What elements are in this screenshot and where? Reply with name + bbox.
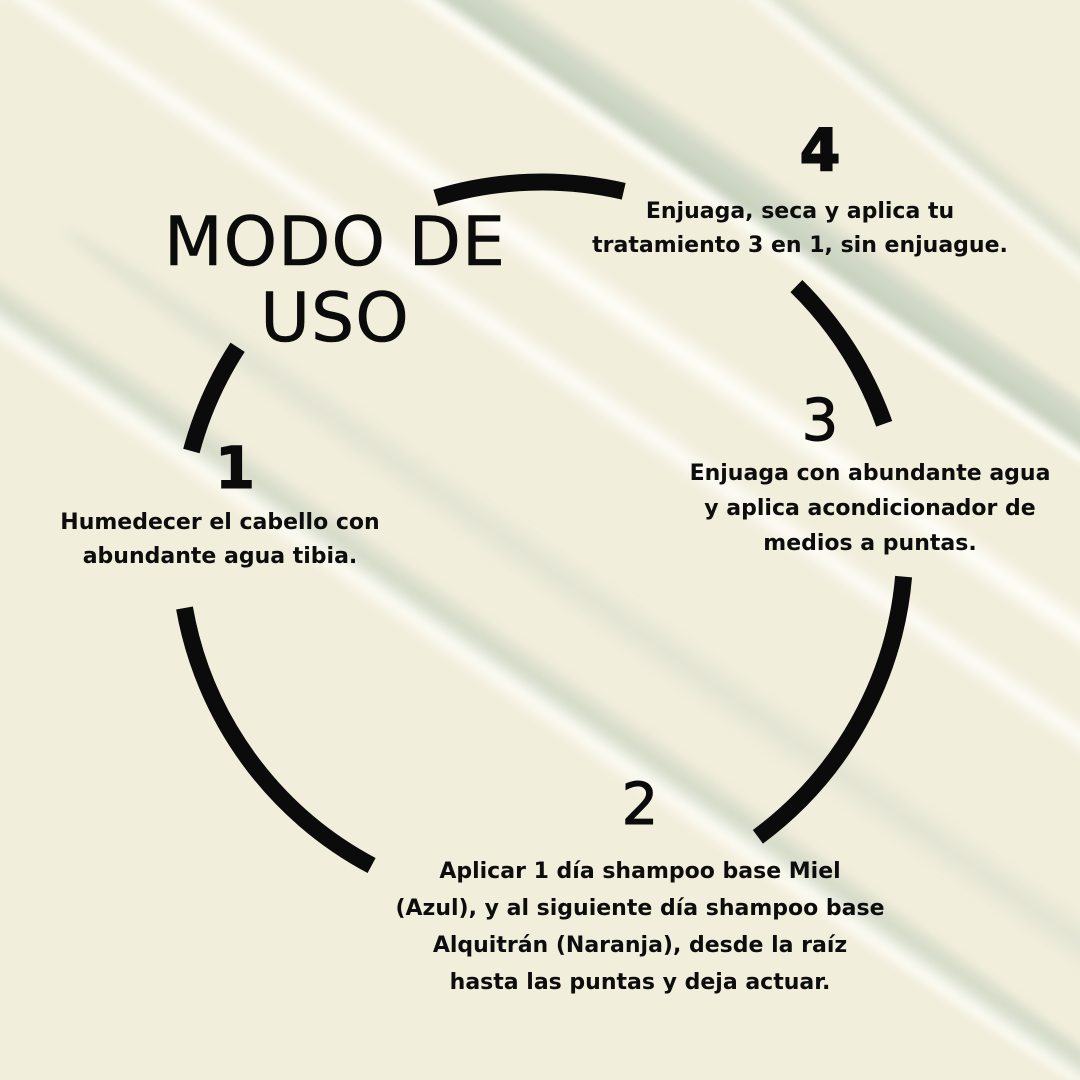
step-1-line: abundante agua tibia. (82, 544, 358, 569)
ring-arc-segment (176, 606, 376, 874)
step-2-line: (Azul), y al siguiente día shampoo base (395, 896, 885, 921)
ring-arc-segment (183, 342, 245, 454)
ring-arc-segment (433, 173, 626, 207)
step-2-line: Aplicar 1 día shampoo base Miel (439, 859, 841, 884)
title-line-2: USO (260, 279, 410, 358)
step-1-line: Humedecer el cabello con (60, 510, 380, 535)
ring-arc-segment (790, 280, 893, 427)
step-4-line: Enjuaga, seca y aplica tu (645, 199, 955, 224)
step-3-line: Enjuaga con abundante agua (689, 461, 1051, 486)
page-title: MODO DE USO (140, 203, 530, 358)
step-1-text: Humedecer el cabello con abundante agua … (20, 506, 420, 574)
step-3-line: y aplica acondicionador de (704, 496, 1036, 521)
step-2-line: Alquitrán (Naranja), desde la raíz (432, 933, 848, 958)
step-2-text: Aplicar 1 día shampoo base Miel (Azul), … (360, 853, 920, 1001)
ring-arc-segment (752, 575, 913, 844)
step-4-number: 4 (799, 116, 841, 184)
step-3-line: medios a puntas. (763, 531, 977, 556)
step-2-line: hasta las puntas y deja actuar. (449, 970, 831, 995)
step-4-text: Enjuaga, seca y aplica tu tratamiento 3 … (570, 195, 1030, 263)
step-3-number: 3 (801, 386, 839, 454)
step-2-number: 2 (621, 770, 659, 838)
step-1-number: 1 (214, 434, 256, 502)
step-4-line: tratamiento 3 en 1, sin enjuague. (592, 233, 1008, 258)
title-line-1: MODO DE (163, 203, 507, 282)
step-3-text: Enjuaga con abundante agua y aplica acon… (670, 456, 1070, 561)
